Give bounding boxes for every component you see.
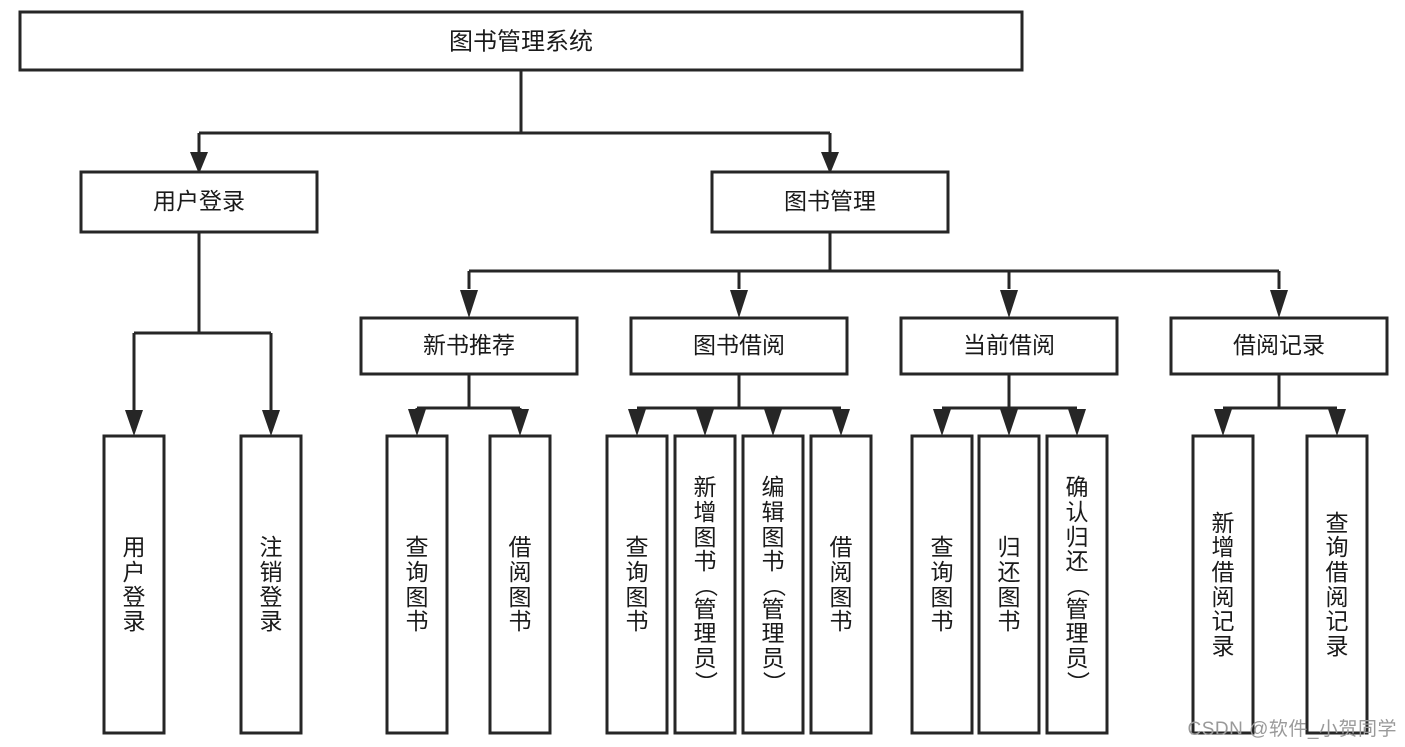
arrow-bb-leaf4 — [832, 409, 850, 436]
arrow-cb-leaf3 — [1068, 409, 1086, 436]
leaf-logout-box[interactable] — [239, 434, 303, 735]
node-layer: 图书管理系统 用户登录 图书管理 新书推荐 图书借阅 当前借阅 借阅记录 — [18, 10, 1389, 735]
node-new-book-rec-box[interactable] — [359, 316, 579, 376]
leaf-bb-query-book-box[interactable] — [605, 434, 669, 735]
leaf-br-query-record-box[interactable] — [1305, 434, 1369, 735]
arrow-br-leaf2 — [1328, 409, 1346, 436]
csdn-watermark: CSDN @软件_小贺同学 — [1187, 719, 1397, 740]
arrow-to-leaf-logout — [262, 410, 280, 436]
arrow-cb-leaf1 — [933, 409, 951, 436]
arrow-br-leaf1 — [1214, 409, 1232, 436]
node-book-borrow-label: 图书借阅 — [693, 332, 785, 358]
node-book-mgmt-box[interactable] — [710, 170, 950, 234]
leaf-bb-edit-book-box[interactable] — [741, 434, 805, 735]
node-user-login-label: 用户登录 — [153, 188, 245, 214]
arrow-to-book-borrow — [730, 290, 748, 318]
node-borrow-record-box[interactable] — [1169, 316, 1389, 376]
arrow-nb-leaf2 — [511, 409, 529, 436]
node-borrow-record-label: 借阅记录 — [1233, 332, 1325, 358]
arrow-cb-leaf2 — [1000, 409, 1018, 436]
leaf-nb-query-book-box[interactable] — [385, 434, 449, 735]
node-new-book-rec-label: 新书推荐 — [423, 332, 515, 358]
arrow-to-new-book-rec — [460, 290, 478, 318]
arrow-root-to-user-login — [190, 152, 208, 174]
node-current-borrow-label: 当前借阅 — [963, 332, 1055, 358]
node-root-label: 图书管理系统 — [449, 28, 593, 55]
arrow-to-current-borrow — [1000, 290, 1018, 318]
leaf-bb-borrow-book-box[interactable] — [809, 434, 873, 735]
connector-layer — [125, 70, 1346, 436]
leaf-cb-query-book-box[interactable] — [910, 434, 974, 735]
arrow-bb-leaf3 — [764, 409, 782, 436]
arrow-nb-leaf1 — [408, 409, 426, 436]
leaf-cb-return-book-box[interactable] — [977, 434, 1041, 735]
leaf-nb-borrow-book-box[interactable] — [488, 434, 552, 735]
leaf-bb-add-book-box[interactable] — [673, 434, 737, 735]
leaf-user-login-box[interactable] — [102, 434, 166, 735]
leaf-br-add-record-box[interactable] — [1191, 434, 1255, 735]
node-user-login-box[interactable] — [79, 170, 319, 234]
node-book-borrow-box[interactable] — [629, 316, 849, 376]
arrow-to-leaf-user-login — [125, 410, 143, 436]
leaf-cb-confirm-return-box[interactable] — [1045, 434, 1109, 735]
arrow-to-borrow-record — [1270, 290, 1288, 318]
node-current-borrow-box[interactable] — [899, 316, 1119, 376]
node-book-mgmt-label: 图书管理 — [784, 188, 876, 214]
arrow-bb-leaf2 — [696, 409, 714, 436]
arrow-root-to-book-mgmt — [821, 152, 839, 174]
arrow-bb-leaf1 — [628, 409, 646, 436]
node-root-box[interactable] — [18, 10, 1024, 72]
